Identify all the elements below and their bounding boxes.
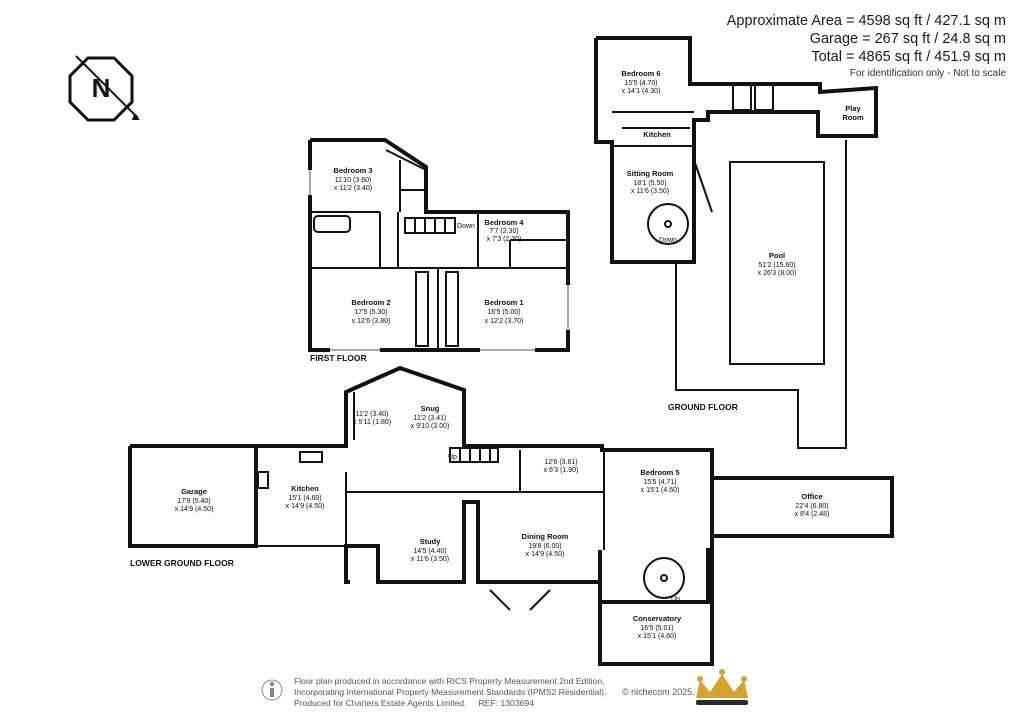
room-dim: 19'8 (6.00): [528, 543, 561, 550]
room-name: Bedroom 6: [621, 69, 660, 78]
room-kitchen-lower: Kitchen 15'1 (4.60) x 14'9 (4.50): [286, 484, 325, 510]
room-name: Bedroom 1: [484, 298, 523, 307]
room-bedroom-2: Bedroom 2 17'5 (5.30) x 12'6 (3.80): [351, 298, 390, 325]
room-dim: 7'7 (2.30): [489, 228, 518, 235]
room-dim: x 14'9 (4.50): [526, 551, 565, 558]
first-floor-label: FIRST FLOOR: [310, 353, 367, 363]
room-dim: x 11'6 (3.50): [631, 188, 669, 195]
lower-ground-floor-label: LOWER GROUND FLOOR: [130, 558, 234, 568]
room-dim: 17'9 (5.40): [177, 498, 210, 505]
room-snug: Snug 11'2 (3.41) x 9'10 (3.00): [411, 404, 450, 430]
crown-logo-icon: [696, 669, 748, 705]
stair-down-label: Down: [457, 223, 475, 230]
room-dim: 15'1 (4.60): [288, 495, 321, 502]
room-dim: 12'6 (3.81): [544, 459, 577, 466]
room-dim: x 7'3 (2.20): [487, 236, 522, 243]
room-dim: x 6'3 (1.90): [544, 467, 579, 474]
room-dim: x 8'4 (2.48): [795, 511, 830, 518]
room-dim: x 15'1 (4.60): [638, 633, 677, 640]
room-pool: Pool 51'2 (15.60) x 26'3 (8.00): [758, 251, 797, 277]
room-dim: x 9'10 (3.00): [411, 423, 450, 430]
room-dim: x 14'9 (4.50): [286, 503, 325, 510]
room-dining-room: Dining Room 19'8 (6.00) x 14'9 (4.50): [522, 532, 569, 558]
room-name: Pool: [769, 251, 785, 260]
room-dim: x 11'6 (3.50): [411, 556, 449, 563]
footer-line-1: Floor plan produced in accordance with R…: [294, 676, 605, 686]
room-dim: x 5'11 (1.80): [353, 419, 391, 426]
room-dim: x 26'3 (8.00): [758, 270, 797, 277]
room-sitting-room: Sitting Room 18'1 (5.50) x 11'6 (3.50): [627, 169, 674, 195]
area-summary: Approximate Area = 4598 sq ft / 427.1 sq…: [727, 12, 1006, 81]
room-bedroom-3: Bedroom 3 11'10 (3.60) x 11'2 (3.40): [333, 166, 372, 192]
room-dim: 11'2 (3.40): [356, 411, 389, 418]
north-letter: N: [92, 73, 111, 103]
north-arrow-icon: N: [68, 55, 140, 122]
room-bedroom-1: Bedroom 1 16'5 (5.00) x 12'2 (3.70): [484, 298, 523, 325]
footer-line-3: Produced for Charters Estate Agents Limi…: [294, 697, 534, 708]
room-dim: 22'4 (6.80): [795, 503, 828, 510]
room-dim: 16'5 (5.00): [487, 309, 520, 316]
room-name: Office: [801, 492, 822, 501]
ground-floor-plan: [594, 36, 878, 449]
room-name: Study: [420, 537, 442, 546]
footer-line-2: Incorporating International Property Mea…: [294, 686, 607, 697]
room-dim: 18'1 (5.50): [633, 180, 666, 187]
room-dim: 16'5 (5.01): [640, 625, 673, 632]
room-dim: 11'2 (3.41): [414, 415, 447, 422]
identification-note: For identification only - Not to scale: [849, 68, 1006, 79]
copyright-text: © nichecom 2025.: [622, 687, 695, 697]
spiral-down-label: Down: [659, 237, 677, 244]
approximate-area-text: Approximate Area = 4598 sq ft / 427.1 sq…: [726, 13, 1006, 29]
first-floor-plan: [307, 138, 571, 353]
room-kitchen-ground: Kitchen: [643, 130, 671, 139]
room-name: Snug: [421, 404, 440, 413]
room-conservatory: Conservatory 16'5 (5.01) x 15'1 (4.60): [633, 614, 682, 640]
room-dim: x 15'1 (4.60): [641, 487, 680, 494]
room-hall: 12'6 (3.81) x 6'3 (1.90): [544, 459, 579, 474]
room-study: Study 14'5 (4.40) x 11'6 (3.50): [411, 537, 449, 563]
room-bedroom-5: Bedroom 5 15'5 (4.71) x 15'1 (4.60): [640, 468, 679, 494]
room-office: Office 22'4 (6.80) x 8'4 (2.48): [795, 492, 830, 518]
room-garage: Garage 17'9 (5.40) x 14'9 (4.50): [175, 487, 214, 513]
person-silhouette-icon: [261, 679, 283, 701]
room-name: Dining Room: [522, 532, 569, 541]
room-dim: 11'10 (3.60): [335, 177, 372, 184]
room-dim: 14'5 (4.40): [413, 548, 446, 555]
stair-up-label: Up: [448, 454, 457, 461]
lower-ground-floor-plan: [128, 365, 894, 666]
room-dim: 15'5 (4.71): [643, 479, 676, 486]
room-name: Sitting Room: [627, 169, 674, 178]
footer-ref: REF: 1303694: [478, 697, 534, 708]
room-name: Conservatory: [633, 614, 682, 623]
garage-area-text: Garage = 267 sq ft / 24.8 sq m: [809, 31, 1006, 47]
ground-floor-label: GROUND FLOOR: [668, 402, 738, 412]
room-dim: x 14'1 (4.30): [622, 88, 661, 95]
room-name: Bedroom 5: [640, 468, 679, 477]
room-dim: 17'5 (5.30): [354, 309, 387, 316]
room-name: Garage: [181, 487, 207, 496]
room-name: Kitchen: [291, 484, 319, 493]
room-dim: 15'5 (4.70): [624, 80, 657, 87]
room-dim: x 11'2 (3.40): [334, 185, 372, 192]
spiral-up-label: Up: [671, 596, 680, 603]
room-name: Bedroom 3: [333, 166, 372, 175]
room-dim: x 12'2 (3.70): [485, 318, 524, 325]
room-dim: x 14'9 (4.50): [175, 506, 214, 513]
room-unnamed-store: 11'2 (3.40) x 5'11 (1.80): [353, 411, 391, 426]
room-play-room: Play Room: [842, 104, 863, 122]
room-dim: x 12'6 (3.80): [352, 318, 391, 325]
room-name: Bedroom 2: [351, 298, 390, 307]
room-dim: 51'2 (15.60): [758, 262, 795, 269]
footer-text: Floor plan produced in accordance with R…: [294, 676, 606, 708]
room-bedroom-6: Bedroom 6 15'5 (4.70) x 14'1 (4.30): [621, 69, 660, 95]
room-name: Bedroom 4: [484, 218, 524, 227]
room-bedroom-4: Bedroom 4 7'7 (2.30) x 7'3 (2.20): [484, 218, 524, 243]
total-area-text: Total = 4865 sq ft / 451.9 sq m: [811, 49, 1006, 65]
